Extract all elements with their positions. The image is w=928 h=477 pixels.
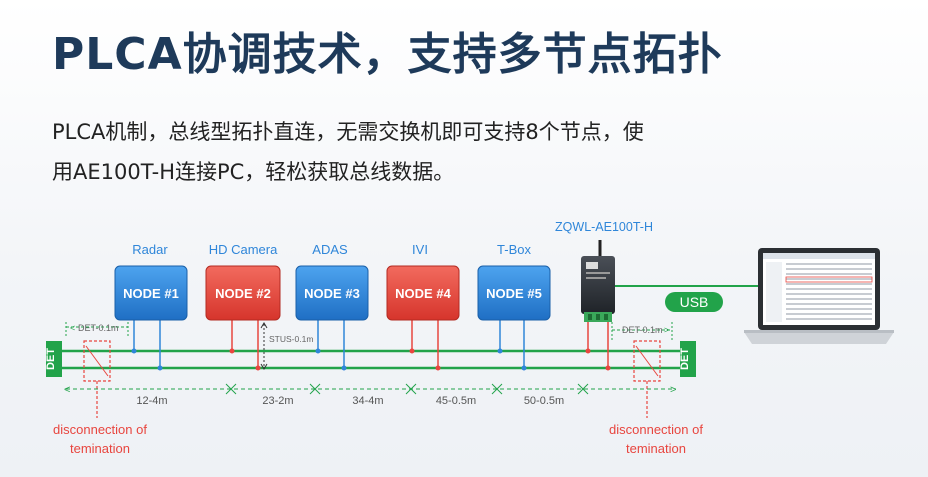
node-2-label: NODE #2: [215, 286, 271, 301]
usb-badge: USB: [665, 292, 723, 312]
disconnection-marker-left: [83, 340, 111, 418]
node-5-label: NODE #5: [486, 286, 542, 301]
node-4-name: IVI: [412, 242, 428, 257]
node-3-label: NODE #3: [304, 286, 360, 301]
node-2-name: HD Camera: [209, 242, 278, 257]
det-dimension-left: < DET-0.1m: [65, 322, 129, 338]
disconnection-text-right-2: temination: [626, 441, 686, 456]
usb-label: USB: [680, 294, 709, 310]
node-3: ADAS NODE #3: [295, 242, 369, 321]
stub-dimension: STUS-0.1m: [260, 322, 313, 370]
svg-text:<: <: [64, 384, 70, 396]
svg-text:>: >: [670, 384, 676, 396]
description-line-2: 用AE100T-H连接PC，轻松获取总线数据。: [52, 160, 455, 184]
node-1: Radar NODE #1: [114, 242, 188, 321]
node-1-name: Radar: [132, 242, 168, 257]
disconnection-text-left-2: temination: [70, 441, 130, 456]
segment-label-4: 45-0.5m: [436, 395, 476, 407]
det-label-left: DET: [45, 348, 57, 370]
page-title: PLCA协调技术，支持多节点拓扑: [52, 29, 723, 80]
det-dimension-right: DET-0.1m >: [611, 322, 673, 340]
segment-label-2: 23-2m: [262, 395, 293, 407]
node-4: IVI NODE #4: [386, 242, 460, 321]
disconnection-marker-right: [633, 340, 661, 418]
det-terminator-right: DET: [679, 341, 696, 377]
description: PLCA机制，总线型拓扑直连，无需交换机即可支持8个节点，使 用AE100T-H…: [52, 112, 772, 192]
det-dim-left-text: DET-0.1m: [78, 323, 119, 333]
node-1-label: NODE #1: [123, 286, 179, 301]
node-5-name: T-Box: [497, 242, 531, 257]
node-2: HD Camera NODE #2: [205, 242, 281, 321]
stub-dim-text: STUS-0.1m: [269, 334, 313, 344]
node-3-name: ADAS: [312, 242, 348, 257]
node-4-label: NODE #4: [395, 286, 451, 301]
ae100t-device: ZQWL-AE100T-H: [555, 220, 653, 322]
description-line-1: PLCA机制，总线型拓扑直连，无需交换机即可支持8个节点，使: [52, 120, 644, 144]
segment-dimension-line: < >: [64, 383, 676, 396]
node-5: T-Box NODE #5: [477, 242, 551, 321]
svg-text:<: <: [70, 323, 75, 333]
svg-text:>: >: [664, 325, 669, 335]
det-terminator-left: DET: [45, 341, 62, 377]
disconnection-text-left-1: disconnection of: [53, 422, 147, 437]
segment-label-1: 12-4m: [136, 395, 167, 407]
segment-label-5: 50-0.5m: [524, 395, 564, 407]
device-label: ZQWL-AE100T-H: [555, 220, 653, 234]
node-stubs: [131, 320, 611, 371]
laptop-icon: [744, 248, 894, 344]
det-label-right: DET: [679, 348, 691, 370]
disconnection-text-right-1: disconnection of: [609, 422, 703, 437]
det-dim-right-text: DET-0.1m: [622, 325, 663, 335]
segment-label-3: 34-4m: [352, 395, 383, 407]
